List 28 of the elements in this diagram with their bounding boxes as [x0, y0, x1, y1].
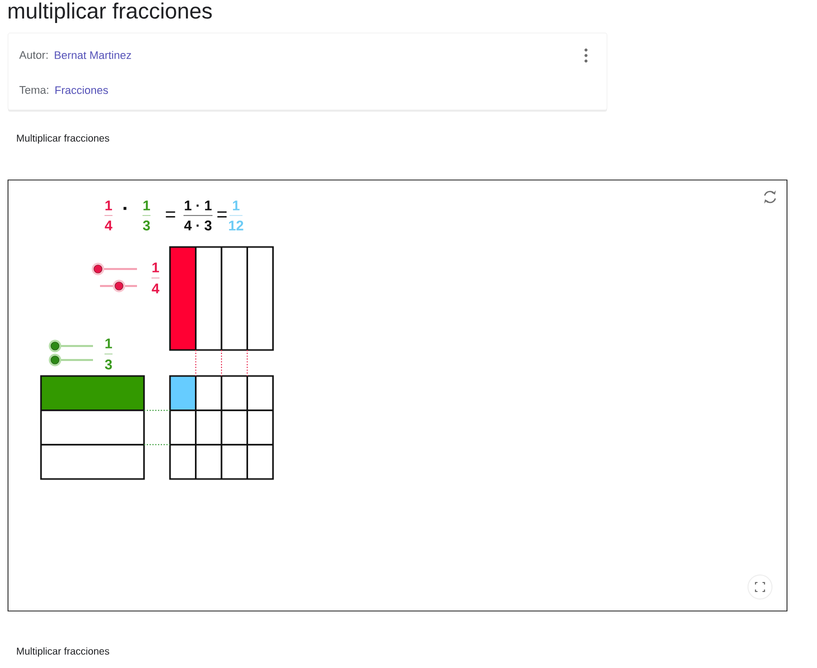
fraction-denominator: 3 [142, 220, 150, 230]
field-label: Autor: [19, 51, 48, 59]
description-text: Multiplicar fracciones [17, 647, 110, 657]
link: Fracciones [55, 86, 108, 94]
link: Bernat Martinez [54, 50, 132, 60]
dotted-line [195, 350, 196, 376]
fraction-numerator: 1 · 1 [184, 200, 212, 210]
fraction-numerator: 1 [233, 200, 240, 210]
equals-sign: = [217, 211, 227, 218]
fraction-bar [169, 246, 274, 351]
multiply-sign: · [124, 206, 126, 210]
fraction-denominator: 12 [229, 220, 244, 230]
title: multiplicar fracciones [8, 2, 212, 24]
field-label: Tema: [19, 86, 48, 94]
equals-sign: = [166, 211, 176, 218]
dotted-line [144, 410, 170, 411]
dotted-line [221, 350, 222, 376]
fraction-numerator: 1 [106, 338, 112, 348]
fraction-numerator: 1 [106, 200, 112, 210]
fraction-bar [40, 375, 145, 480]
dotted-line [246, 350, 248, 376]
fraction-denominator: 4 · 3 [184, 220, 212, 230]
fraction-grid [169, 375, 274, 480]
dotted-line [144, 444, 170, 446]
fraction-numerator: 1 [144, 200, 150, 210]
applet-frame [8, 180, 788, 612]
description-text: Multiplicar fracciones [17, 134, 110, 144]
fraction-denominator: 4 [104, 220, 112, 230]
